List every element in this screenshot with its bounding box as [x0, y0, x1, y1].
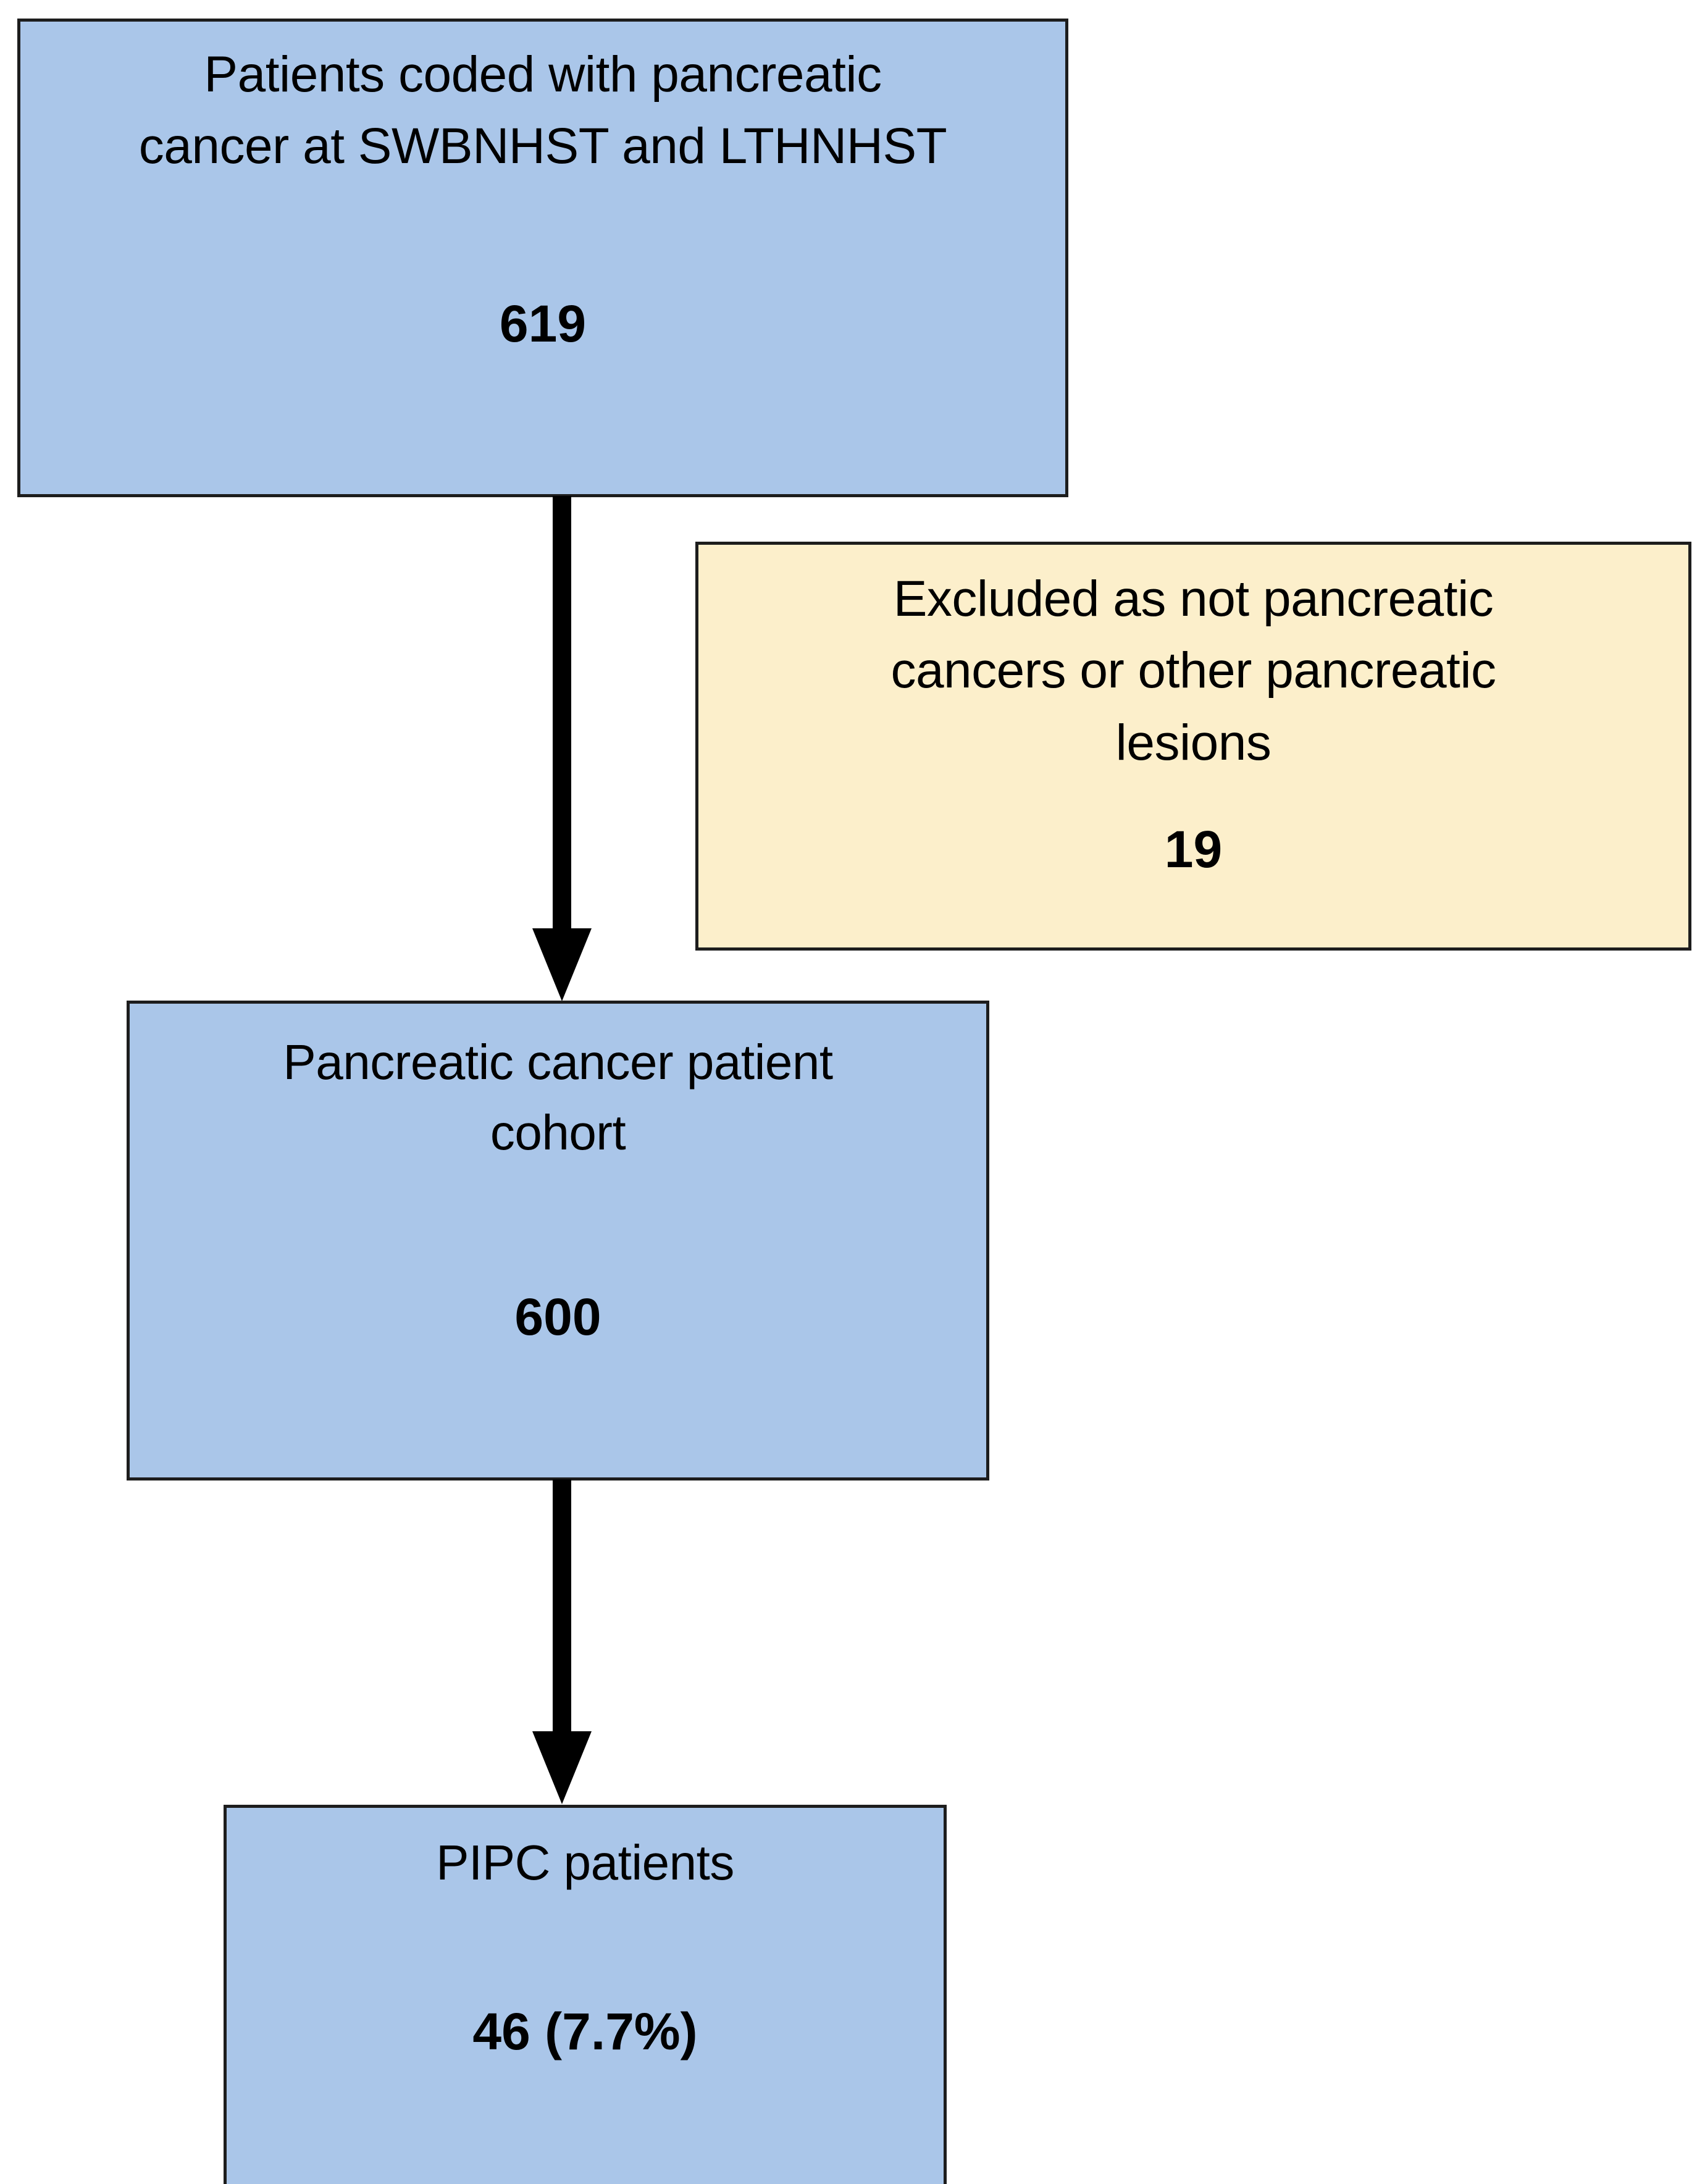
arrow-down-icon	[532, 1479, 592, 1804]
node-excluded-label: Excluded as not pancreatic cancers or ot…	[890, 571, 1496, 771]
edge-cohort-to-pipc-arrow	[522, 1479, 602, 1805]
node-pipc-count: 46 (7.7%)	[472, 2002, 698, 2060]
node-excluded-patients: Excluded as not pancreatic cancers or ot…	[695, 542, 1691, 951]
node-source-count: 619	[499, 294, 587, 353]
arrow-down-icon	[532, 496, 592, 1001]
node-source-label: Patients coded with pancreatic cancer at…	[138, 46, 947, 175]
node-source-population: Patients coded with pancreatic cancer at…	[17, 19, 1068, 497]
edge-source-to-cohort-arrow	[522, 496, 602, 1002]
node-cohort-label: Pancreatic cancer patient cohort	[283, 1035, 833, 1160]
node-pipc-label: PIPC patients	[436, 1835, 734, 1890]
node-pipc-patients: PIPC patients 46 (7.7%)	[224, 1805, 947, 2184]
node-excluded-count: 19	[1164, 820, 1223, 879]
node-cohort-count: 600	[514, 1288, 601, 1346]
node-pancreatic-cancer-cohort: Pancreatic cancer patient cohort 600	[127, 1001, 989, 1480]
